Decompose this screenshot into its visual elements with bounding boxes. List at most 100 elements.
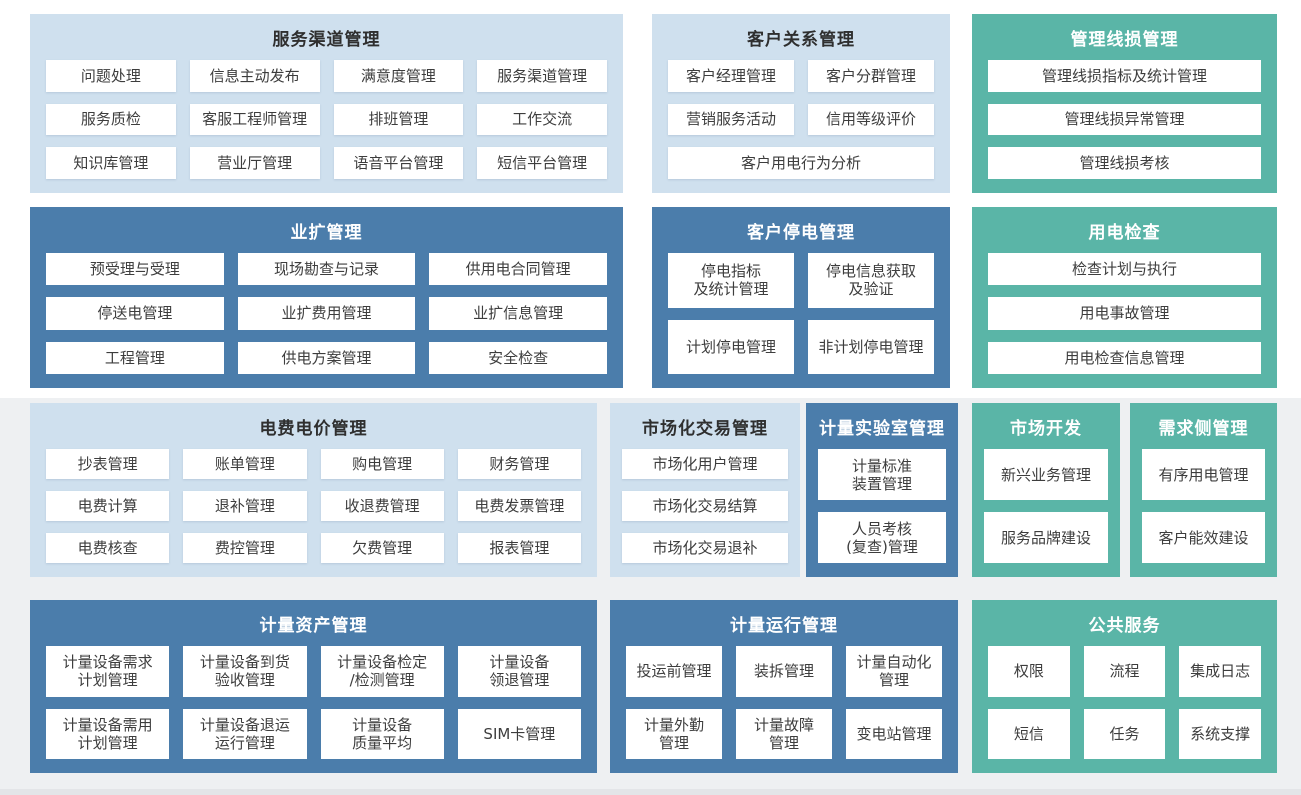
module-item: 购电管理 bbox=[320, 449, 444, 479]
module-item: 费控管理 bbox=[183, 533, 307, 563]
block-demand-side: 需求侧管理 有序用电管理客户能效建设 bbox=[1130, 403, 1277, 577]
block-items-business-expansion: 预受理与受理现场勘查与记录供用电合同管理停送电管理业扩费用管理业扩信息管理工程管… bbox=[30, 253, 623, 388]
block-public-services: 公共服务 权限流程集成日志短信任务系统支撑 bbox=[972, 600, 1277, 773]
module-item: 计划停电管理 bbox=[668, 319, 794, 374]
module-item: 计量设备 领退管理 bbox=[457, 646, 581, 697]
module-item: 退补管理 bbox=[183, 491, 307, 521]
module-item: 管理线损指标及统计管理 bbox=[988, 60, 1261, 92]
module-item: 欠费管理 bbox=[320, 533, 444, 563]
block-title-public-services: 公共服务 bbox=[1088, 615, 1161, 636]
module-item: 人员考核 (复查)管理 bbox=[818, 512, 946, 563]
module-item: 市场化交易结算 bbox=[622, 491, 788, 521]
module-item: 电费计算 bbox=[46, 491, 170, 521]
module-item: 账单管理 bbox=[183, 449, 307, 479]
block-customer-relationship: 客户关系管理 客户经理管理客户分群管理营销服务活动信用等级评价客户用电行为分析 bbox=[652, 14, 950, 193]
module-item: 停送电管理 bbox=[46, 297, 224, 330]
block-items-metering-lab: 计量标准 装置管理人员考核 (复查)管理 bbox=[806, 449, 958, 577]
block-title-demand-side: 需求侧管理 bbox=[1158, 418, 1249, 439]
module-item: 预受理与受理 bbox=[46, 253, 224, 286]
module-item: 有序用电管理 bbox=[1142, 449, 1265, 500]
block-title-metering-lab: 计量实验室管理 bbox=[819, 418, 945, 439]
block-items-market-development: 新兴业务管理服务品牌建设 bbox=[972, 449, 1120, 577]
module-item: 服务渠道管理 bbox=[477, 60, 607, 92]
module-item: 客户经理管理 bbox=[668, 60, 794, 92]
module-item: 排班管理 bbox=[333, 103, 464, 136]
block-items-demand-side: 有序用电管理客户能效建设 bbox=[1130, 449, 1277, 577]
module-item: 投运前管理 bbox=[626, 646, 722, 697]
module-item: 服务质检 bbox=[46, 103, 176, 136]
block-billing-pricing: 电费电价管理 抄表管理账单管理购电管理财务管理电费计算退补管理收退费管理电费发票… bbox=[30, 403, 597, 577]
module-item: 停电信息获取 及验证 bbox=[808, 253, 934, 308]
module-item: 客户分群管理 bbox=[808, 60, 934, 92]
module-item: 用电事故管理 bbox=[988, 297, 1261, 330]
module-item: 停电指标 及统计管理 bbox=[668, 253, 794, 308]
module-item: 装拆管理 bbox=[736, 646, 832, 697]
module-item: 权限 bbox=[988, 646, 1070, 697]
block-market-trading: 市场化交易管理 市场化用户管理市场化交易结算市场化交易退补 bbox=[610, 403, 800, 577]
module-item: 安全检查 bbox=[429, 341, 607, 374]
module-item: 计量设备需求 计划管理 bbox=[46, 646, 170, 697]
module-item: 满意度管理 bbox=[333, 60, 464, 92]
module-item: 计量故障 管理 bbox=[736, 708, 832, 759]
module-item: 问题处理 bbox=[46, 60, 176, 92]
module-item: 供用电合同管理 bbox=[429, 253, 607, 286]
block-title-power-inspection: 用电检查 bbox=[1088, 222, 1161, 243]
block-title-metering-operation: 计量运行管理 bbox=[730, 615, 838, 636]
module-item: 计量设备检定 /检测管理 bbox=[320, 646, 444, 697]
module-item: 系统支撑 bbox=[1179, 708, 1261, 759]
module-item: 营销服务活动 bbox=[668, 103, 794, 136]
module-item: 电费发票管理 bbox=[457, 491, 581, 521]
module-item: 计量自动化 管理 bbox=[846, 646, 942, 697]
module-item: 抄表管理 bbox=[46, 449, 170, 479]
module-item: 检查计划与执行 bbox=[988, 253, 1261, 286]
module-item: 营业厅管理 bbox=[189, 147, 320, 179]
module-item: 财务管理 bbox=[457, 449, 581, 479]
block-power-inspection: 用电检查 检查计划与执行用电事故管理用电检查信息管理 bbox=[972, 207, 1277, 388]
block-items-metering-operation: 投运前管理装拆管理计量自动化 管理计量外勤 管理计量故障 管理变电站管理 bbox=[610, 646, 958, 773]
block-title-metering-assets: 计量资产管理 bbox=[259, 615, 368, 636]
module-item: 新兴业务管理 bbox=[984, 449, 1108, 500]
module-item: 集成日志 bbox=[1179, 646, 1261, 697]
module-item: 客户用电行为分析 bbox=[668, 147, 934, 179]
module-item: 计量外勤 管理 bbox=[626, 708, 722, 759]
module-item: 用电检查信息管理 bbox=[988, 341, 1261, 374]
module-item: 业扩信息管理 bbox=[429, 297, 607, 330]
module-item: 市场化交易退补 bbox=[622, 533, 788, 563]
block-title-customer-outage: 客户停电管理 bbox=[747, 222, 855, 243]
module-item: 工程管理 bbox=[46, 341, 224, 374]
module-item: 信息主动发布 bbox=[189, 60, 320, 92]
block-items-customer-relationship: 客户经理管理客户分群管理营销服务活动信用等级评价客户用电行为分析 bbox=[652, 60, 950, 193]
module-item: 收退费管理 bbox=[320, 491, 444, 521]
module-item: 市场化用户管理 bbox=[622, 449, 788, 479]
module-item: 非计划停电管理 bbox=[808, 319, 934, 374]
block-customer-outage: 客户停电管理 停电指标 及统计管理停电信息获取 及验证计划停电管理非计划停电管理 bbox=[652, 207, 950, 388]
block-items-line-loss: 管理线损指标及统计管理管理线损异常管理管理线损考核 bbox=[972, 60, 1277, 193]
module-item: 计量设备需用 计划管理 bbox=[46, 708, 170, 759]
block-title-market-trading: 市场化交易管理 bbox=[642, 418, 768, 439]
module-item: 计量标准 装置管理 bbox=[818, 449, 946, 500]
module-item: 变电站管理 bbox=[846, 708, 942, 759]
module-item: 供电方案管理 bbox=[237, 341, 416, 374]
module-item: 客户能效建设 bbox=[1142, 512, 1265, 563]
block-title-business-expansion: 业扩管理 bbox=[290, 222, 363, 243]
block-title-service-channel: 服务渠道管理 bbox=[272, 29, 381, 50]
module-item: 管理线损异常管理 bbox=[988, 103, 1261, 136]
block-items-service-channel: 问题处理信息主动发布满意度管理服务渠道管理服务质检客服工程师管理排班管理工作交流… bbox=[30, 60, 623, 193]
module-item: 任务 bbox=[1083, 708, 1166, 759]
module-item: 流程 bbox=[1083, 646, 1166, 697]
block-items-power-inspection: 检查计划与执行用电事故管理用电检查信息管理 bbox=[972, 253, 1277, 388]
block-title-line-loss: 管理线损管理 bbox=[1070, 29, 1179, 50]
block-market-development: 市场开发 新兴业务管理服务品牌建设 bbox=[972, 403, 1120, 577]
block-title-market-development: 市场开发 bbox=[1010, 418, 1082, 439]
module-item: 管理线损考核 bbox=[988, 147, 1261, 179]
module-item: 服务品牌建设 bbox=[984, 512, 1108, 563]
block-title-customer-relationship: 客户关系管理 bbox=[747, 29, 855, 50]
module-item: 计量设备 质量平均 bbox=[320, 708, 444, 759]
module-item: 电费核查 bbox=[46, 533, 170, 563]
block-items-billing-pricing: 抄表管理账单管理购电管理财务管理电费计算退补管理收退费管理电费发票管理电费核查费… bbox=[30, 449, 597, 577]
block-title-billing-pricing: 电费电价管理 bbox=[259, 418, 368, 439]
module-item: 业扩费用管理 bbox=[237, 297, 416, 330]
block-items-public-services: 权限流程集成日志短信任务系统支撑 bbox=[972, 646, 1277, 773]
block-metering-lab: 计量实验室管理 计量标准 装置管理人员考核 (复查)管理 bbox=[806, 403, 958, 577]
block-business-expansion: 业扩管理 预受理与受理现场勘查与记录供用电合同管理停送电管理业扩费用管理业扩信息… bbox=[30, 207, 623, 388]
